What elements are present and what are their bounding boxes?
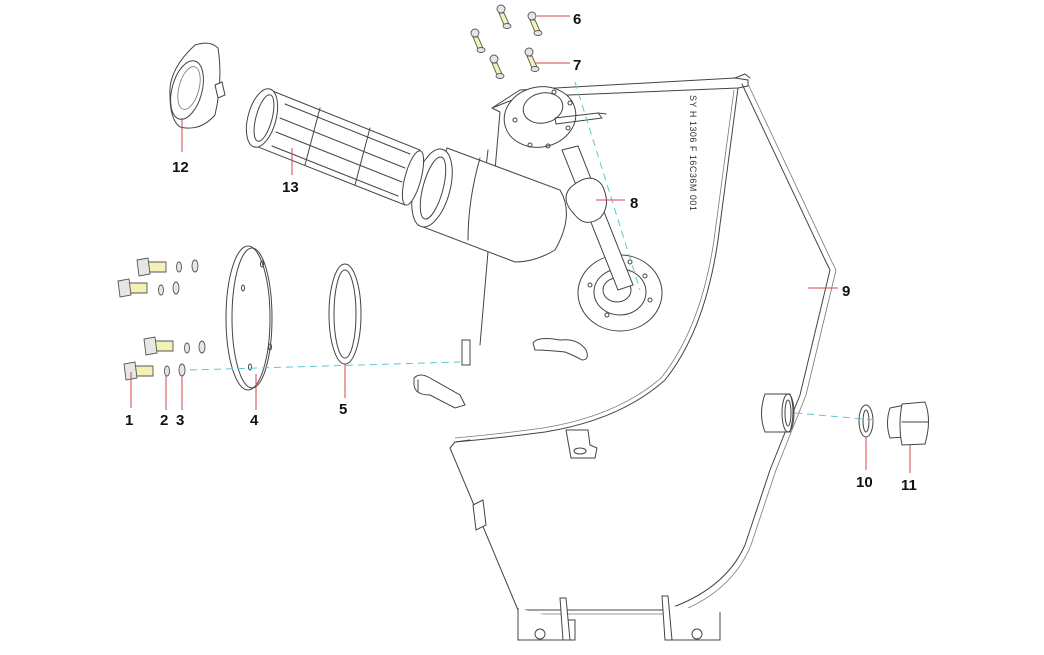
bolt-6[interactable] xyxy=(527,11,543,36)
callout-5: 5 xyxy=(339,401,347,418)
top-bolts xyxy=(470,4,512,79)
filler-strainer[interactable] xyxy=(241,85,428,207)
bolt-set-lower-1 xyxy=(143,336,206,356)
callout-7: 7 xyxy=(573,57,581,74)
leader-lines xyxy=(130,15,911,473)
callout-4: 4 xyxy=(250,412,259,429)
spring-washer[interactable] xyxy=(164,365,170,377)
callout-2: 2 xyxy=(160,412,168,429)
callout-9: 9 xyxy=(842,283,850,300)
callout-11: 11 xyxy=(901,477,917,494)
callout-10: 10 xyxy=(856,474,873,491)
o-ring[interactable] xyxy=(328,263,362,365)
filler-cap[interactable] xyxy=(165,42,226,129)
callout-8: 8 xyxy=(630,195,638,212)
drain-plug[interactable] xyxy=(887,401,929,446)
bolt-set-upper-1 xyxy=(136,257,199,277)
callout-6: 6 xyxy=(573,11,581,28)
tank-stamp: SY H 1306 F 16C36M 001 xyxy=(688,95,698,211)
center-axis-left xyxy=(189,361,461,371)
bolt-set-upper-2 xyxy=(117,278,180,298)
fuel-tank[interactable]: SY H 1306 F 16C36M 001 xyxy=(413,73,837,641)
callout-13: 13 xyxy=(282,179,299,196)
callout-1: 1 xyxy=(125,412,133,429)
cover-plate[interactable] xyxy=(225,245,273,391)
flat-washer[interactable] xyxy=(178,363,186,377)
bolt-hex[interactable] xyxy=(123,361,154,381)
center-axis-sensor xyxy=(574,81,641,291)
sealing-washer[interactable] xyxy=(858,404,874,438)
bolt-7[interactable] xyxy=(524,47,540,72)
callout-12: 12 xyxy=(172,159,189,176)
fuel-level-sensor[interactable] xyxy=(499,80,634,291)
center-axis-right xyxy=(794,412,876,421)
filler-neck xyxy=(411,147,567,263)
callout-3: 3 xyxy=(176,412,184,429)
